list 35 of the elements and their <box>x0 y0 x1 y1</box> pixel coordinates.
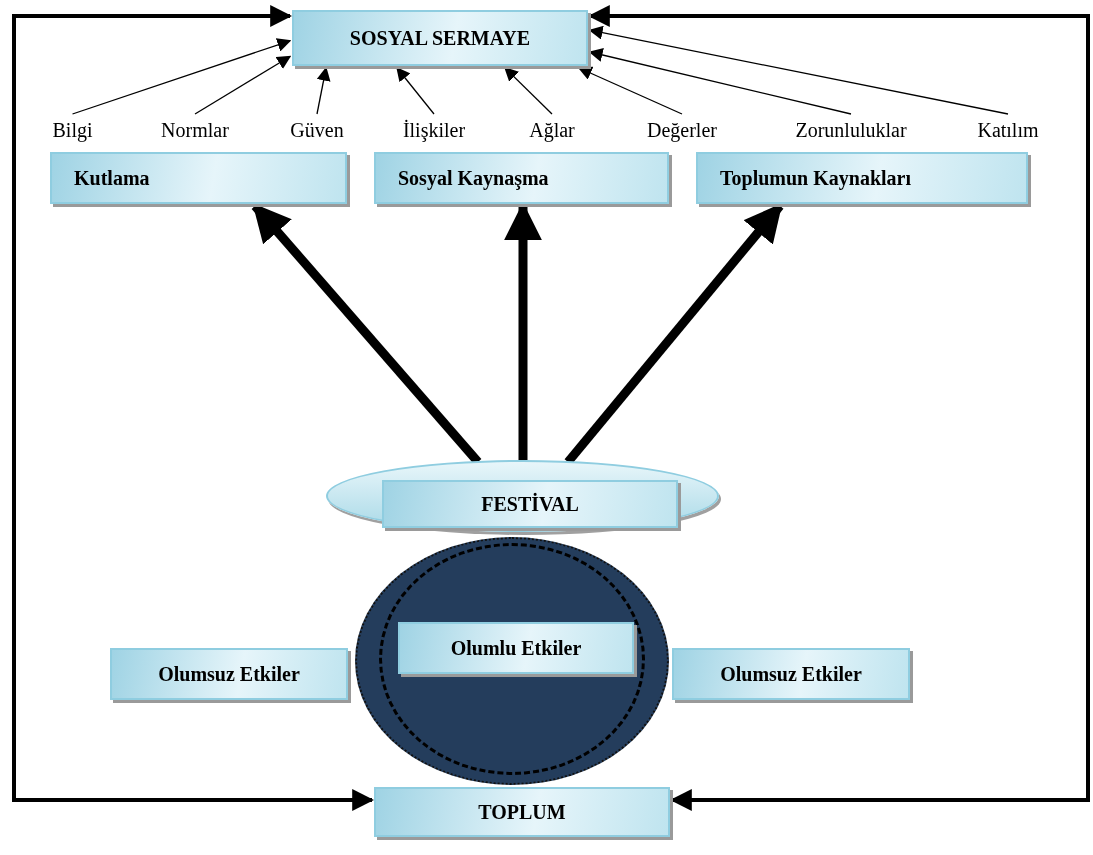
box-label: Olumlu Etkiler <box>450 636 582 660</box>
arrow <box>577 66 683 115</box>
box-label: FESTİVAL <box>481 492 579 516</box>
process-box <box>374 787 670 837</box>
box-label: Sosyal Kaynaşma <box>398 166 549 190</box>
box-label: Kutlama <box>74 166 150 190</box>
process-box <box>672 648 910 700</box>
arrow <box>12 5 375 811</box>
concept-label: İlişkiler <box>382 116 486 144</box>
box-label: SOSYAL SERMAYE <box>349 26 531 50</box>
box-label: Toplumun Kaynakları <box>720 166 911 190</box>
process-box <box>382 480 678 528</box>
process-box <box>398 622 634 674</box>
box-label: Olumsuz Etkiler <box>158 662 300 686</box>
concept-label: Güven <box>278 116 356 144</box>
arrow <box>71 38 292 115</box>
process-box <box>110 648 348 700</box>
process-box <box>374 152 669 204</box>
concept-label: Katılım <box>962 116 1054 144</box>
concept-label: Bilgi <box>40 116 105 144</box>
concept-label: Ağlar <box>518 116 586 144</box>
arrow <box>588 25 1009 115</box>
box-label: TOPLUM <box>478 800 566 824</box>
process-box <box>50 152 347 204</box>
concept-label: Zorunluluklar <box>772 116 930 144</box>
arrow <box>504 67 553 115</box>
box-label: Olumsuz Etkiler <box>720 662 862 686</box>
process-box <box>696 152 1028 204</box>
concept-label: Normlar <box>145 116 245 144</box>
process-box <box>292 10 588 66</box>
arrow <box>316 66 331 115</box>
arrow <box>588 48 852 115</box>
concept-label: Değerler <box>632 116 732 144</box>
arrow <box>194 55 292 115</box>
arrow <box>396 66 435 115</box>
